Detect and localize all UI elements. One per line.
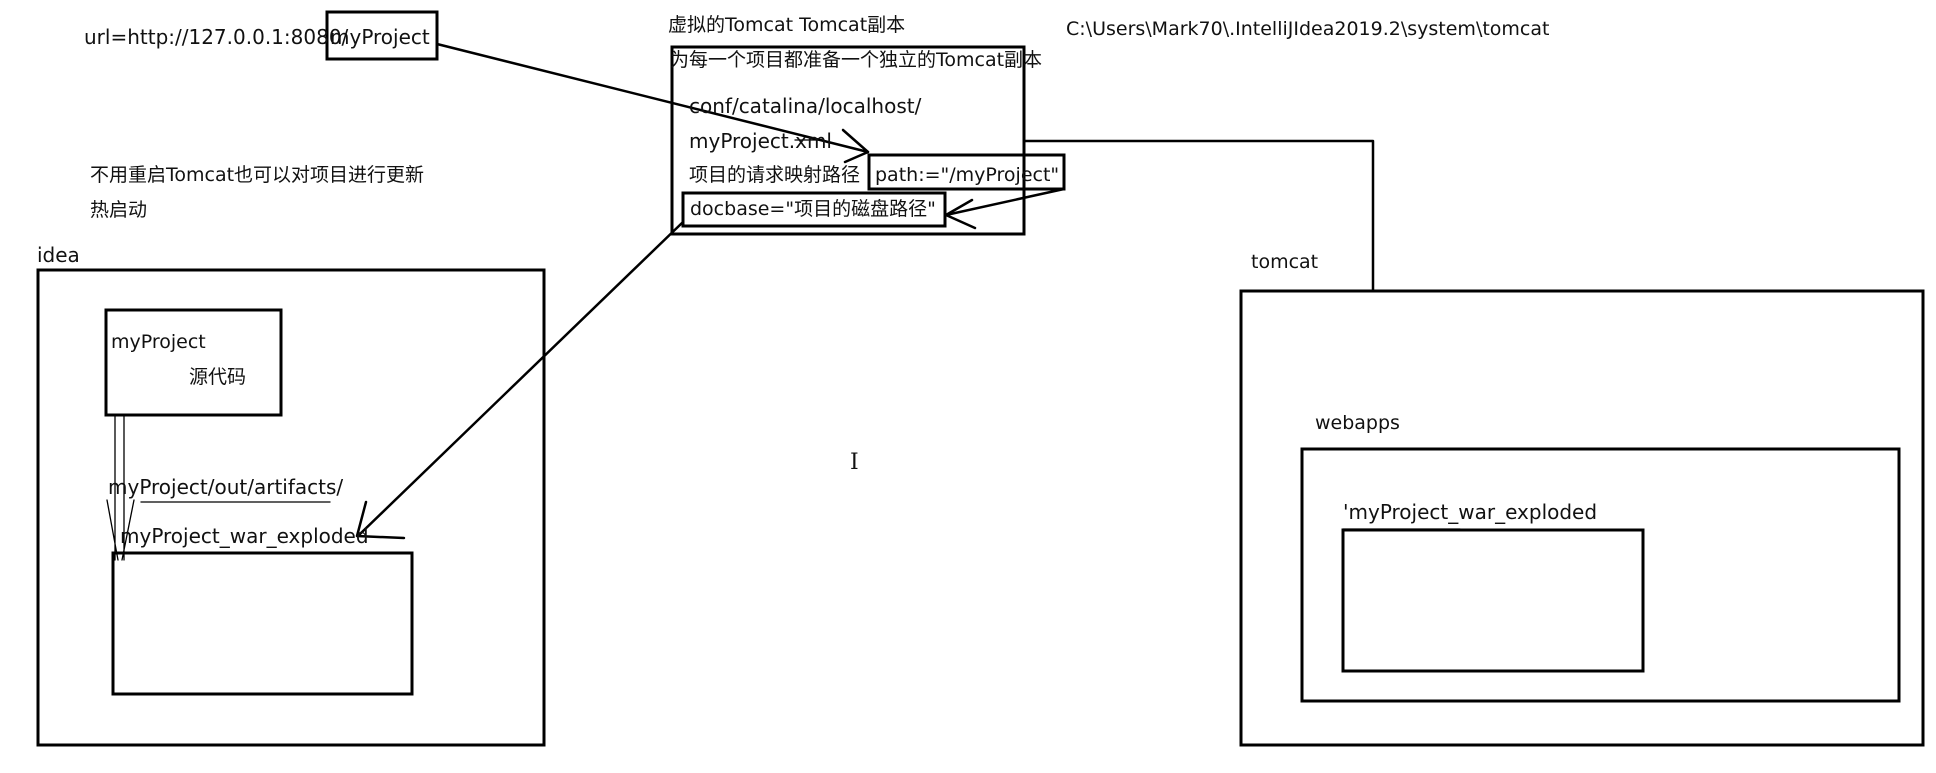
docbase-attr-box [681,191,947,228]
source-code-label: 源代码 [189,366,247,388]
idea-exploded-name: myProject_war_exploded [120,524,369,548]
url-to-xml-arrow [435,42,870,154]
idea-title: idea [37,243,80,267]
url-project-text: myProject [330,25,430,49]
idea-project-box [104,308,283,417]
hot-reload-line2: 热启动 [90,199,148,221]
tomcat-title: tomcat [1251,251,1319,273]
webapps-box [1300,447,1901,703]
docbase-to-exploded-arrowhead [355,500,406,540]
system-path-text: C:\Users\Mark70\.IntelliJIdea2019.2\syst… [1066,18,1550,40]
webapps-label: webapps [1315,412,1400,434]
path-attr-box [867,153,1066,191]
idea-exploded-box [111,551,414,696]
text-cursor-icon: I [850,450,859,475]
url-project-box [325,10,439,61]
path-to-docbase-arrow [944,187,1066,217]
source-to-artifacts-line [106,414,135,561]
copy-to-tomcat-connector [1022,139,1375,293]
tomcat-exploded-name: 'myProject_war_exploded [1343,500,1598,524]
docbase-attr-text: docbase="项目的磁盘路径" [690,198,936,220]
tomcat-exploded-box [1341,528,1645,673]
xml-file-text: myProject.xml [689,129,832,153]
conf-path-text: conf/catalina/localhost/ [689,94,922,118]
docbase-to-exploded-arrow [358,220,685,536]
idea-project-name: myProject [111,331,206,353]
virtual-tomcat-title: 虚拟的Tomcat Tomcat副本 [668,14,906,36]
mapping-label: 项目的请求映射路径 [689,164,861,186]
path-to-docbase-arrowhead [944,198,977,230]
url-to-xml-arrowhead [841,128,870,164]
url-prefix-text: url=http://127.0.0.1:8080/ [84,25,349,49]
path-attr-text: path:="/myProject" [875,164,1060,186]
artifacts-path-text: myProject/out/artifacts/ [108,475,344,499]
hot-reload-line1: 不用重启Tomcat也可以对项目进行更新 [90,164,425,186]
idea-panel-box [36,268,546,747]
per-project-note: 为每一个项目都准备一个独立的Tomcat副本 [670,49,1043,71]
tomcat-panel-box [1239,289,1925,747]
